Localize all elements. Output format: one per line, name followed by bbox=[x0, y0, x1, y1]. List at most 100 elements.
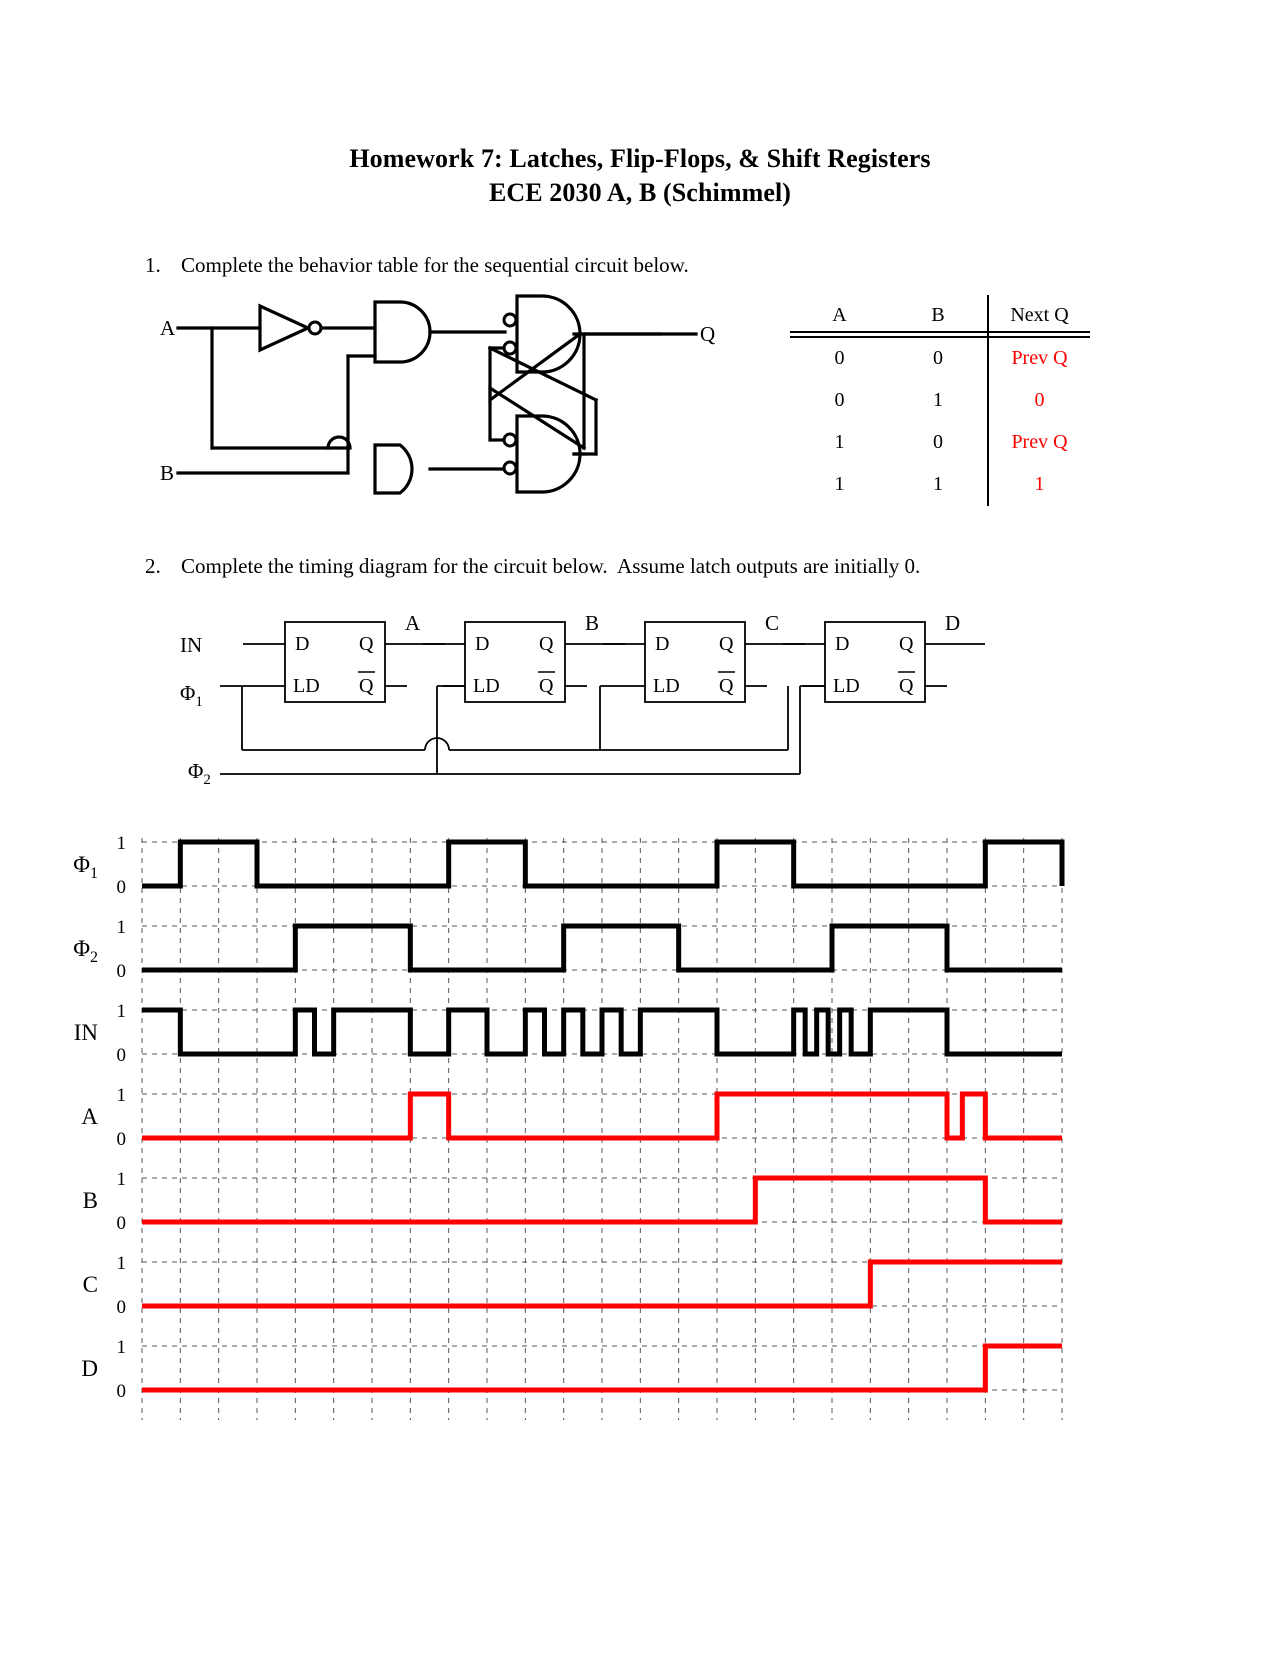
title-line-2: ECE 2030 A, B (Schimmel) bbox=[488, 178, 792, 207]
shiftreg-node-label-3: D bbox=[945, 611, 960, 635]
shiftreg-node-label-1: B bbox=[585, 611, 599, 635]
circuit-label-b: B bbox=[160, 461, 174, 485]
timing-signal-name-d: D bbox=[81, 1356, 98, 1381]
cell-next-q: Prev Q bbox=[987, 422, 1090, 464]
latch-pin-qbar: Q bbox=[539, 675, 554, 697]
cell-b: 1 bbox=[933, 389, 943, 411]
cell-next-q: Prev Q bbox=[987, 337, 1090, 380]
table-row: 1 0 Prev Q bbox=[790, 422, 1090, 464]
timing-waveform-a bbox=[142, 1091, 1062, 1141]
nand-lower-bubble-2 bbox=[502, 460, 518, 476]
behavior-table-header-b: B bbox=[931, 304, 945, 326]
timing-waveform-b bbox=[142, 1175, 1062, 1225]
timing-label-high: 1 bbox=[117, 833, 127, 854]
circuit-label-q: Q bbox=[700, 322, 715, 346]
latch-pin-d: D bbox=[835, 633, 849, 655]
latch-pin-d: D bbox=[295, 633, 309, 655]
cell-next-q: 1 bbox=[987, 464, 1090, 506]
shiftreg-node-label-0: A bbox=[405, 611, 421, 635]
timing-waveform-phi2 bbox=[142, 923, 1062, 973]
timing-waveform-d bbox=[142, 1343, 1062, 1393]
timing-waveform-in bbox=[142, 1007, 1062, 1057]
inverter-bubble bbox=[307, 320, 323, 336]
cell-b: 0 bbox=[933, 431, 943, 453]
timing-label-low: 0 bbox=[117, 1045, 127, 1066]
behavior-table-header-row: A B Next Q bbox=[790, 295, 1090, 332]
timing-label-low: 0 bbox=[117, 1213, 127, 1234]
timing-signal-name-phi2: Φ2 bbox=[73, 936, 98, 966]
timing-signal-name-b: B bbox=[83, 1188, 98, 1213]
shiftreg-node-label-2: C bbox=[765, 611, 779, 635]
latch-pin-qbar: Q bbox=[359, 675, 374, 697]
and-gate-lower bbox=[373, 443, 414, 495]
timing-label-high: 1 bbox=[117, 917, 127, 938]
timing-label-low: 0 bbox=[117, 1297, 127, 1318]
shiftreg-label-phi1: Φ1 bbox=[180, 681, 203, 710]
latch-pin-q: Q bbox=[719, 633, 734, 655]
cell-b: 1 bbox=[933, 473, 943, 495]
question-1-number: 1. bbox=[145, 253, 161, 277]
timing-label-low: 0 bbox=[117, 877, 127, 898]
question-1-text: Complete the behavior table for the sequ… bbox=[181, 253, 689, 277]
nand-lower-bubble-1 bbox=[502, 432, 518, 448]
timing-label-low: 0 bbox=[117, 961, 127, 982]
question-2: 2. Complete the timing diagram for the c… bbox=[145, 553, 920, 579]
shiftreg-label-in: IN bbox=[180, 633, 202, 657]
latch-pin-q: Q bbox=[899, 633, 914, 655]
circuit-label-a: A bbox=[160, 316, 176, 340]
latch-pin-d: D bbox=[475, 633, 489, 655]
timing-signal-name-in: IN bbox=[74, 1020, 99, 1045]
timing-waveform-phi1 bbox=[142, 839, 1065, 889]
page-title: Homework 7: Latches, Flip-Flops, & Shift… bbox=[0, 0, 1280, 210]
timing-label-high: 1 bbox=[117, 1169, 127, 1190]
latch-box-0 bbox=[284, 621, 386, 703]
table-row: 1 1 1 bbox=[790, 464, 1090, 506]
rule-a bbox=[790, 331, 889, 338]
latch-pin-q: Q bbox=[539, 633, 554, 655]
table-row: 0 1 0 bbox=[790, 380, 1090, 422]
timing-waveform-c bbox=[142, 1259, 1062, 1309]
cell-a: 1 bbox=[834, 431, 845, 453]
cell-b: 0 bbox=[933, 347, 943, 369]
cell-a: 0 bbox=[834, 389, 845, 411]
and-gate-upper bbox=[373, 300, 432, 364]
question-1: 1. Complete the behavior table for the s… bbox=[145, 252, 689, 278]
behavior-table: A B Next Q 0 0 Prev Q 0 1 bbox=[790, 295, 1090, 506]
cell-a: 0 bbox=[834, 347, 845, 369]
latch-pin-qbar: Q bbox=[899, 675, 914, 697]
behavior-table-header-nextq: Next Q bbox=[987, 295, 1090, 332]
nand-upper-bubble-2 bbox=[502, 340, 518, 356]
latch-box-3 bbox=[824, 621, 926, 703]
nand-gate-upper bbox=[515, 294, 582, 374]
timing-label-high: 1 bbox=[117, 1085, 127, 1106]
sequential-circuit-diagram: A B Q bbox=[160, 288, 780, 503]
latch-box-2 bbox=[644, 621, 746, 703]
timing-signal-name-phi1: Φ1 bbox=[73, 852, 98, 882]
title-line-1: Homework 7: Latches, Flip-Flops, & Shift… bbox=[349, 144, 931, 173]
table-row: 0 0 Prev Q bbox=[790, 337, 1090, 380]
timing-label-high: 1 bbox=[117, 1253, 127, 1274]
cell-a: 1 bbox=[834, 473, 845, 495]
behavior-table-rule bbox=[790, 331, 1090, 338]
rule-q bbox=[987, 331, 1090, 338]
question-2-number: 2. bbox=[145, 554, 161, 578]
behavior-table-body: 0 0 Prev Q 0 1 0 1 0 Prev Q 1 1 1 bbox=[790, 337, 1090, 506]
timing-label-low: 0 bbox=[117, 1129, 127, 1150]
latch-pin-qbar: Q bbox=[719, 675, 734, 697]
question-2-text: Complete the timing diagram for the circ… bbox=[181, 554, 921, 578]
cell-next-q: 0 bbox=[987, 380, 1090, 422]
behavior-table-header-a: A bbox=[832, 304, 847, 326]
latch-pin-ld: LD bbox=[653, 675, 680, 697]
timing-signal-name-c: C bbox=[83, 1272, 98, 1297]
latch-box-1 bbox=[464, 621, 566, 703]
timing-label-high: 1 bbox=[117, 1337, 127, 1358]
latch-pin-ld: LD bbox=[473, 675, 500, 697]
inverter-gate bbox=[258, 303, 312, 353]
nand-gate-lower bbox=[515, 414, 582, 494]
rule-b bbox=[889, 331, 988, 338]
nand-upper-bubble-1 bbox=[502, 312, 518, 328]
timing-signal-name-a: A bbox=[81, 1104, 98, 1129]
